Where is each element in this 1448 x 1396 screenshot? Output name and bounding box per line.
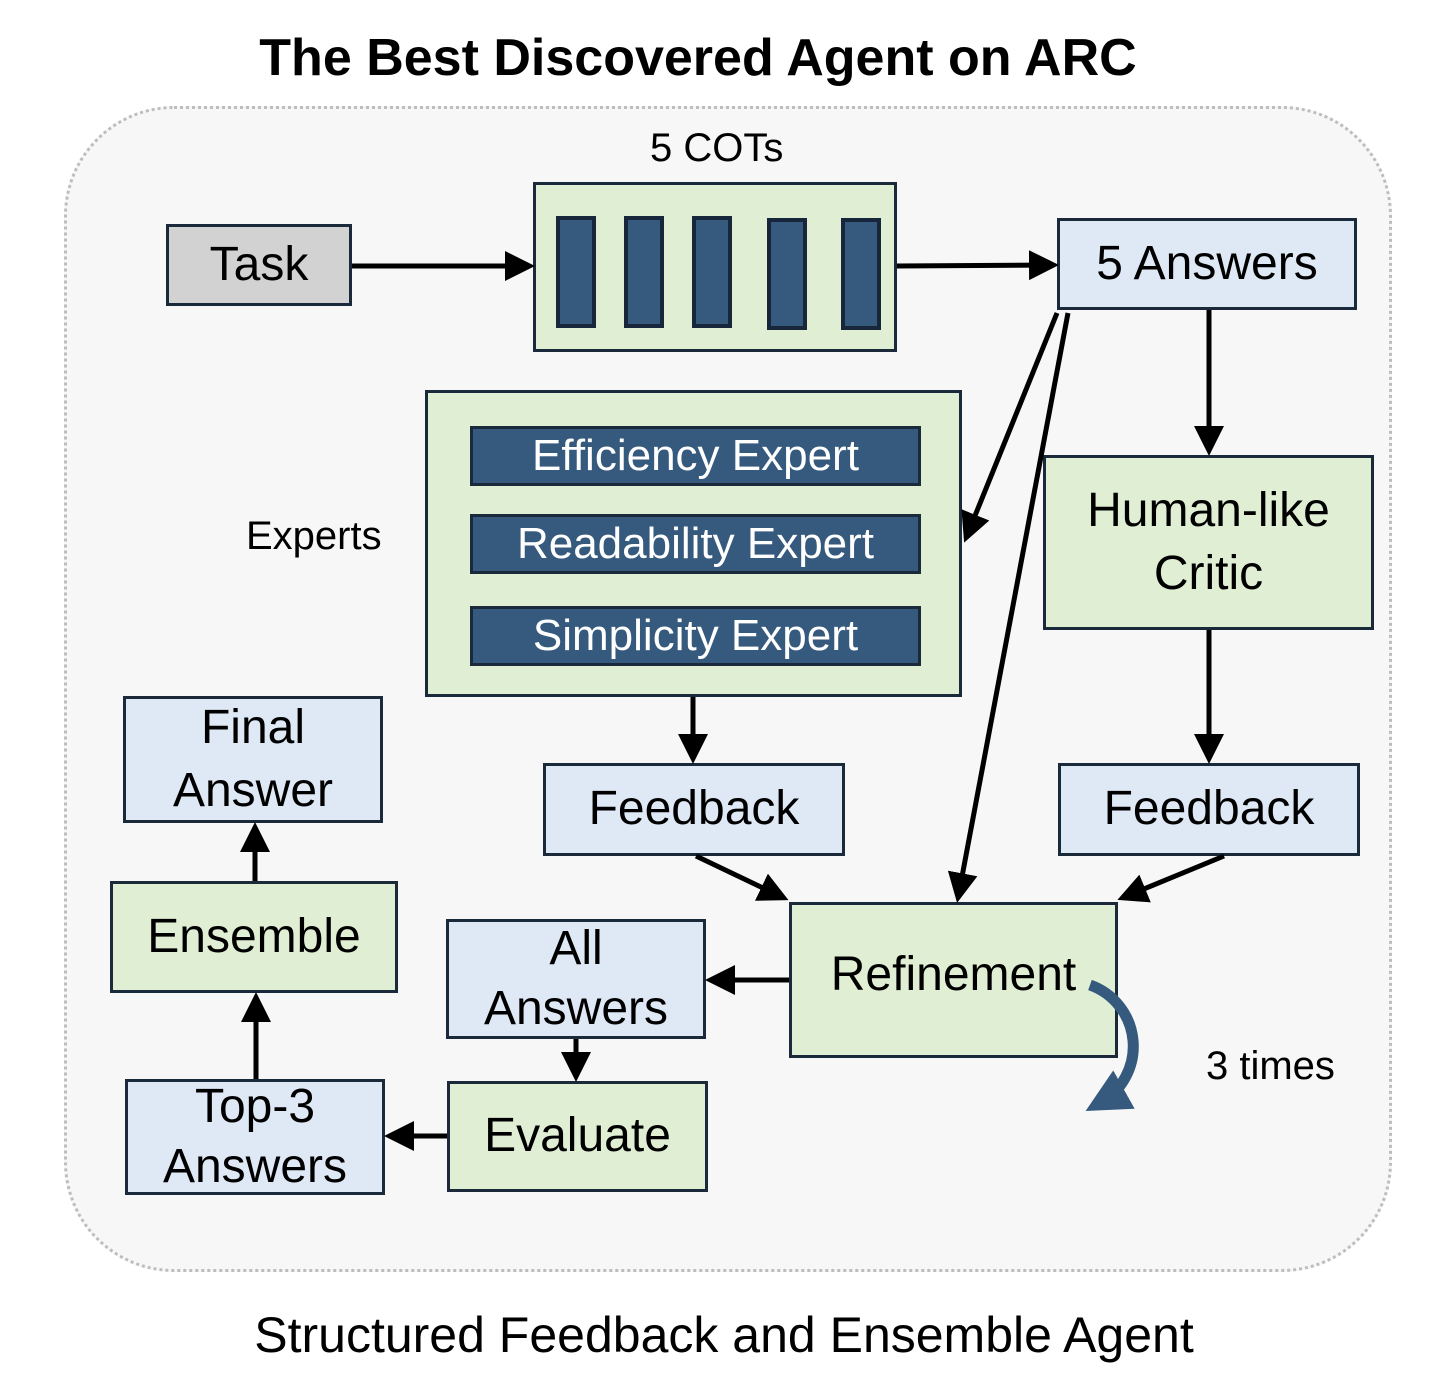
critic-feedback-label: Feedback (1103, 782, 1315, 836)
all-answers-node: All Answers (446, 919, 706, 1039)
ensemble-label: Ensemble (147, 909, 361, 963)
cots-label: 5 COTs (650, 126, 784, 170)
simplicity-expert-label: Simplicity Expert (532, 611, 859, 661)
efficiency-expert-label: Efficiency Expert (532, 431, 859, 481)
task-node: Task (166, 224, 352, 306)
evaluate-node: Evaluate (447, 1081, 708, 1192)
final-answer-label-line2: Answer (172, 763, 334, 817)
final-answer-label-line1: Final (200, 701, 306, 755)
readability-expert: Readability Expert (470, 514, 921, 574)
critic-node: Human-like Critic (1043, 455, 1374, 630)
cot-bar (624, 216, 664, 328)
all-answers-label-line2: Answers (483, 982, 669, 1035)
simplicity-expert: Simplicity Expert (470, 606, 921, 666)
top3-answers-node: Top-3 Answers (125, 1079, 385, 1195)
experts-feedback-label: Feedback (588, 782, 800, 836)
cot-bar (692, 216, 732, 328)
critic-feedback-node: Feedback (1058, 763, 1360, 856)
diagram-title: The Best Discovered Agent on ARC (259, 29, 1137, 87)
refinement-node: Refinement (789, 902, 1118, 1058)
task-label: Task (209, 237, 309, 291)
top3-label-line2: Answers (162, 1140, 348, 1193)
loop-count-label: 3 times (1206, 1044, 1335, 1088)
evaluate-label: Evaluate (484, 1109, 671, 1163)
readability-expert-label: Readability Expert (516, 519, 875, 569)
top3-label-line1: Top-3 (194, 1080, 316, 1133)
all-answers-label-line1: All (549, 922, 603, 975)
experts-label: Experts (246, 514, 382, 558)
diagram-caption: Structured Feedback and Ensemble Agent (254, 1307, 1194, 1363)
refinement-label: Refinement (830, 947, 1077, 1001)
experts-feedback-node: Feedback (543, 763, 845, 856)
ensemble-node: Ensemble (110, 881, 398, 993)
cot-bar (841, 218, 881, 330)
final-answer-node: Final Answer (123, 696, 383, 823)
five-answers-node: 5 Answers (1057, 218, 1357, 310)
cot-bar (556, 216, 596, 328)
critic-label-line2: Critic (1153, 546, 1264, 600)
critic-label-line1: Human-like (1087, 484, 1330, 538)
efficiency-expert: Efficiency Expert (470, 426, 921, 486)
five-answers-label: 5 Answers (1096, 236, 1318, 290)
cot-bar (767, 218, 807, 330)
